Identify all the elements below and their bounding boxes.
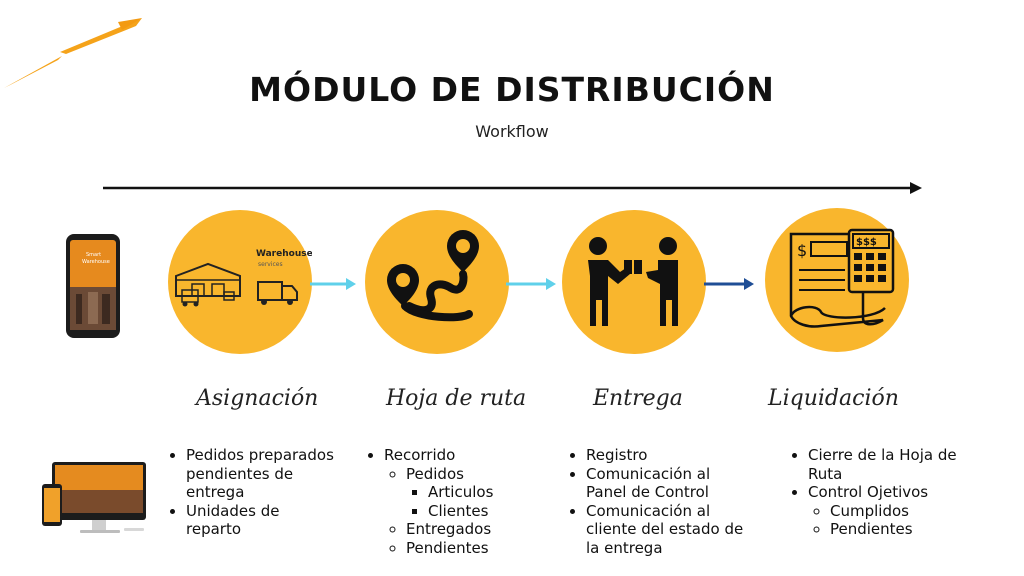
package-handover-icon xyxy=(588,237,678,326)
bullets-hoja-de-ruta: Recorrido Pedidos Articulos Clientes Ent… xyxy=(366,446,546,557)
connector-arrow-2 xyxy=(506,278,556,290)
warehouse-label: Warehouse xyxy=(256,249,312,259)
list-item: Cumplidos xyxy=(830,502,970,521)
page-subtitle: Workflow xyxy=(475,122,549,141)
stage-label-asignacion: Asignación xyxy=(196,386,319,411)
stage-circle-asignacion: Warehouse services xyxy=(168,210,313,354)
list-item: Recorrido Pedidos Articulos Clientes Ent… xyxy=(384,446,546,557)
stage-label-hoja-de-ruta: Hoja de ruta xyxy=(386,386,527,411)
list-item: Control Ojetivos Cumplidos Pendientes xyxy=(808,483,970,539)
decorative-brush-strokes xyxy=(4,18,142,88)
calculator-display: $$$ xyxy=(856,237,877,248)
stage-label-entrega: Entrega xyxy=(593,386,683,411)
bullets-entrega: Registro Comunicación al Panel de Contro… xyxy=(568,446,748,557)
list-item: Comunicación al Panel de Control xyxy=(586,465,748,502)
stage-circle-liquidacion: $ $$$ xyxy=(765,208,909,352)
warehouse-icon: Warehouse services xyxy=(175,249,313,307)
svg-text:$: $ xyxy=(797,241,807,260)
list-item: Pedidos preparados pendientes de entrega xyxy=(186,446,338,502)
list-item: Cierre de la Hoja de Ruta xyxy=(808,446,970,483)
list-item: Unidades de reparto xyxy=(186,502,338,539)
list-item: Pedidos Articulos Clientes xyxy=(406,465,546,521)
list-item: Entregados xyxy=(406,520,546,539)
connector-arrow-3 xyxy=(704,278,754,290)
list-item: Articulos xyxy=(428,483,546,502)
smartphone-image: Smart Warehouse xyxy=(66,234,120,338)
stage-label-liquidacion: Liquidación xyxy=(768,386,899,411)
stage-circle-hoja-de-ruta xyxy=(365,210,509,354)
svg-text:Warehouse: Warehouse xyxy=(82,259,110,265)
invoice-calculator-icon: $ $$$ xyxy=(789,228,895,328)
list-item: Registro xyxy=(586,446,748,465)
timeline-arrow xyxy=(103,182,922,194)
route-map-pin-icon xyxy=(387,230,479,322)
list-item: Comunicación al cliente del estado de la… xyxy=(586,502,748,558)
bullets-asignacion: Pedidos preparados pendientes de entrega… xyxy=(168,446,338,539)
list-item: Pendientes xyxy=(830,520,970,539)
bullets-liquidacion: Cierre de la Hoja de Ruta Control Ojetiv… xyxy=(790,446,970,539)
list-item: Clientes xyxy=(428,502,546,521)
page-title: MÓDULO DE DISTRIBUCIÓN xyxy=(249,70,775,109)
phone-brand-text: Smart xyxy=(86,252,101,258)
connector-arrow-1 xyxy=(310,278,356,290)
svg-text:services: services xyxy=(258,261,283,268)
list-item: Pendientes xyxy=(406,539,546,558)
desktop-image xyxy=(42,462,146,533)
stage-circle-entrega xyxy=(562,210,706,354)
